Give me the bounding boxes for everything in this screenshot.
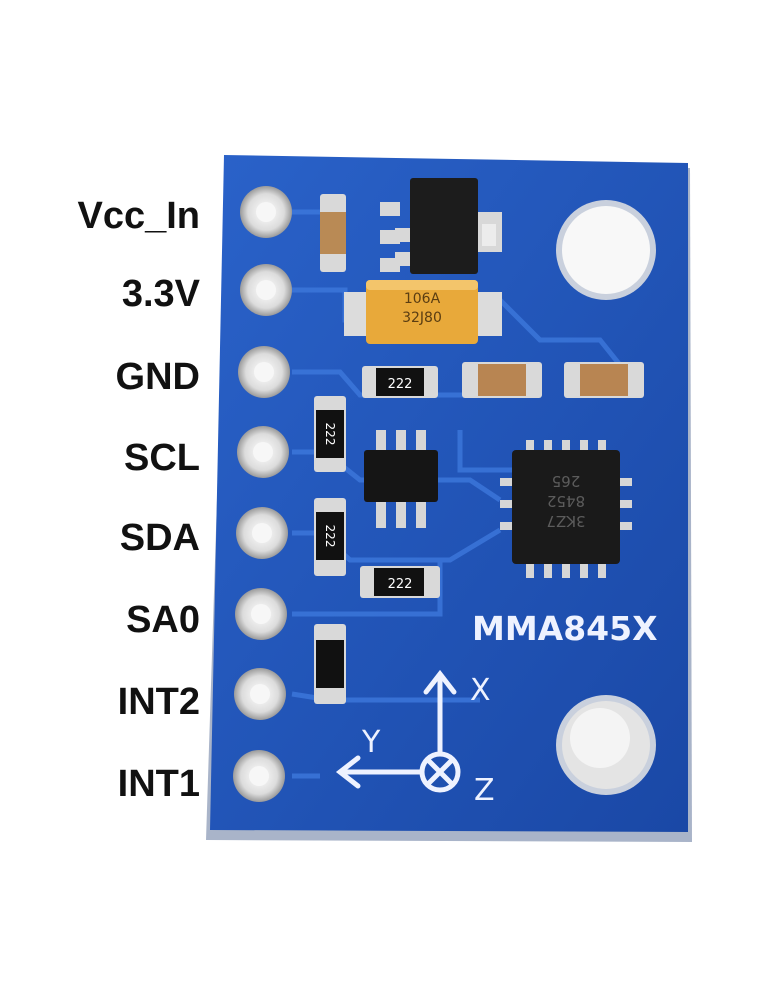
resistor-marking: 222 bbox=[388, 577, 413, 592]
pad-8 bbox=[233, 750, 285, 802]
chip-marking-line-1: 3KZ7 bbox=[546, 512, 585, 530]
chip-marking-line-3: 265 bbox=[552, 472, 581, 490]
pin-pads bbox=[233, 186, 292, 802]
mounting-hole-bottom bbox=[556, 695, 656, 795]
pin-label-scl: SCL bbox=[124, 437, 200, 479]
resistor-r1: 222 bbox=[362, 366, 438, 398]
smd-capacitor-c1 bbox=[320, 194, 346, 272]
silkscreen-chip-name: MMA845X bbox=[472, 609, 658, 648]
chip-marking-line-2: 8452 bbox=[547, 492, 585, 510]
axis-label-y: Y bbox=[361, 725, 381, 760]
pad-6 bbox=[235, 588, 287, 640]
resistor-r5: 222 bbox=[360, 566, 440, 598]
pad-1 bbox=[240, 186, 292, 238]
capacitor-marking-bottom: 32J80 bbox=[402, 310, 442, 326]
accelerometer-chip: 3KZ7 8452 265 bbox=[500, 440, 632, 578]
pin-label-sa0: SA0 bbox=[126, 599, 200, 641]
pin-label-int2: INT2 bbox=[117, 681, 200, 723]
smd-component-small bbox=[482, 224, 496, 246]
resistor-marking: 222 bbox=[323, 525, 337, 548]
capacitor-c2 bbox=[462, 362, 542, 398]
pin-label-3v3: 3.3V bbox=[121, 273, 200, 315]
capacitor-c3 bbox=[564, 362, 644, 398]
pin-label-int1: INT1 bbox=[117, 763, 200, 805]
resistor-r2: 222 bbox=[314, 396, 346, 472]
pad-4 bbox=[237, 426, 289, 478]
tantalum-capacitor: 106A 32J80 bbox=[344, 280, 502, 344]
pad-2 bbox=[240, 264, 292, 316]
pad-5 bbox=[236, 507, 288, 559]
pad-7 bbox=[234, 668, 286, 720]
axis-label-z: Z bbox=[474, 773, 495, 808]
capacitor-marking-top: 106A bbox=[404, 291, 441, 307]
resistor-r3: 222 bbox=[314, 498, 346, 576]
mounting-hole-top bbox=[556, 200, 656, 300]
axis-indicator bbox=[335, 669, 461, 793]
resistor-marking: 222 bbox=[323, 423, 337, 446]
level-shifter-ic bbox=[364, 430, 438, 528]
pad-3 bbox=[238, 346, 290, 398]
pin-label-vcc-in: Vcc_In bbox=[77, 195, 200, 237]
resistor-marking: 222 bbox=[388, 377, 413, 392]
resistor-r4 bbox=[314, 624, 346, 704]
pin-label-sda: SDA bbox=[119, 517, 200, 559]
pin-label-gnd: GND bbox=[115, 356, 200, 398]
pin-label-column: Vcc_In 3.3V GND SCL SDA SA0 INT2 INT1 bbox=[0, 0, 200, 1000]
axis-label-x: X bbox=[470, 673, 491, 708]
